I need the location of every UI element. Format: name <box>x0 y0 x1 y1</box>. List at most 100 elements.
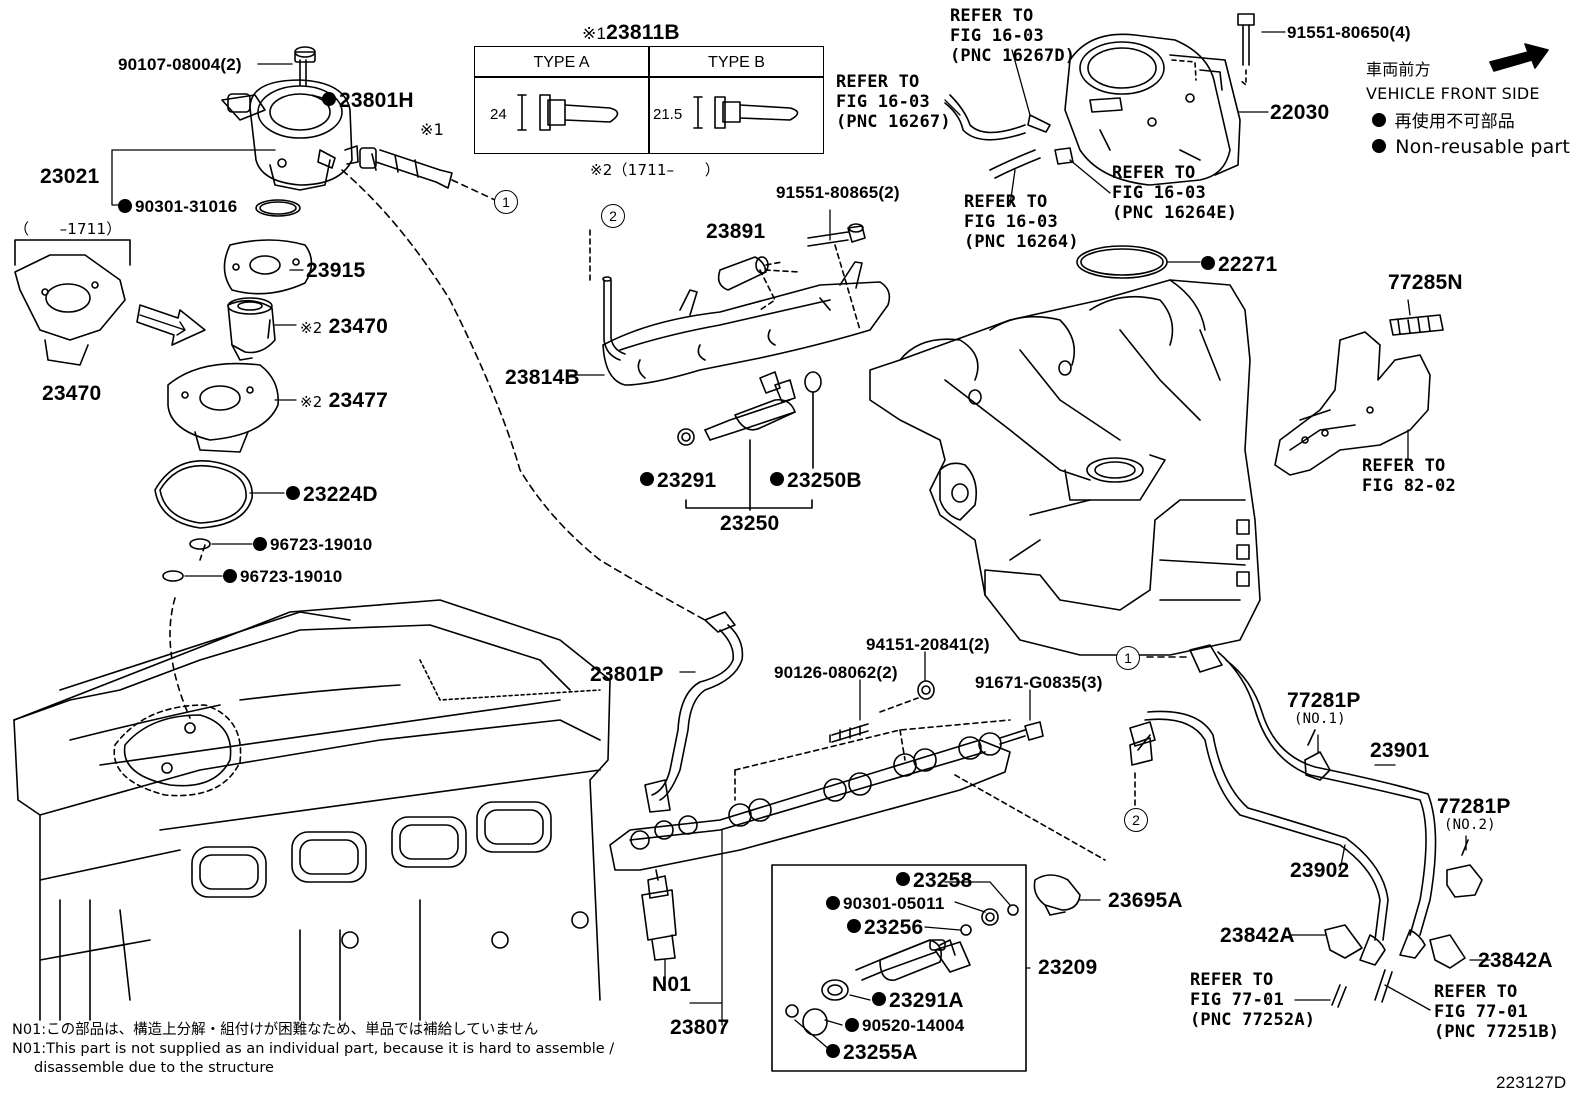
label-text: 23291 <box>657 469 717 492</box>
label-91551-80650: 91551-80650(4) <box>1287 23 1411 42</box>
label-23477: ※2 23477 <box>300 390 388 411</box>
legend-text-en: Non-reusable part <box>1395 136 1571 158</box>
refer-line1: REFER TO <box>950 6 1034 26</box>
refer-line1: REFER TO <box>964 192 1048 212</box>
refer-pnc: (PNC 16264E) <box>1112 203 1238 223</box>
label-text: 23477 <box>328 389 388 412</box>
range-note-2: ※2（1711– ） <box>590 161 720 179</box>
label-23901: 23901 <box>1370 739 1430 762</box>
throttle-body-drawing <box>1064 13 1255 186</box>
label-96723-19010-a: 96723-19010 <box>253 536 372 553</box>
label-23224D: 23224D <box>286 484 378 505</box>
label-77281P-no1-sub: (NO.1) <box>1294 711 1346 727</box>
dim-type-a: 24 <box>490 106 507 123</box>
vehicle-front-en: VEHICLE FRONT SIDE <box>1366 84 1540 103</box>
label-23255A: 23255A <box>826 1042 918 1063</box>
label-text: 90520-14004 <box>862 1016 965 1035</box>
label-96723-19010-b: 96723-19010 <box>223 568 342 585</box>
range-note-left: （ –1711） <box>14 220 122 238</box>
refer-line2: FIG 77-01 <box>1434 1002 1528 1022</box>
refer-77252A: REFER TO FIG 77-01 (PNC 77252A) <box>1190 970 1315 1030</box>
refer-line2: FIG 16-03 <box>964 212 1058 232</box>
title-23811B: ※123811B <box>582 22 680 43</box>
label-90301-31016: 90301-31016 <box>118 198 237 215</box>
label-77281P-no1: 77281P <box>1287 689 1361 712</box>
engine-block-drawing <box>13 599 611 1021</box>
note-mark-1-pipe: ※1 <box>420 120 444 139</box>
label-text: 23258 <box>913 869 973 892</box>
circle-ref-1-a: 1 <box>494 190 518 214</box>
non-reusable-dot <box>826 1044 840 1059</box>
label-text: 23801H <box>339 89 414 112</box>
label-77281P-no2: 77281P <box>1437 795 1511 818</box>
label-23807: 23807 <box>670 1016 730 1039</box>
label-77285N: 77285N <box>1388 271 1463 294</box>
refer-line2: FIG 77-01 <box>1190 990 1284 1010</box>
title-text: 23811B <box>606 21 680 44</box>
note-mark-2: ※2 <box>300 319 323 337</box>
type-a-header: TYPE A <box>533 54 590 71</box>
note-mark-1: ※1 <box>582 24 607 43</box>
label-90107-08004: 90107-08004(2) <box>118 55 242 74</box>
non-reusable-dot <box>872 992 886 1007</box>
label-23250B: 23250B <box>770 470 862 491</box>
refer-pnc: (PNC 77252A) <box>1190 1010 1316 1030</box>
refer-line1: REFER TO <box>1362 456 1446 476</box>
label-text: 23470 <box>328 315 388 338</box>
legend-en: Non-reusable part <box>1372 138 1570 157</box>
label-N01: N01 <box>652 973 692 996</box>
label-23915: 23915 <box>306 259 366 282</box>
legend-text-jp: 再使用不可部品 <box>1394 112 1516 132</box>
refer-16264: REFER TO FIG 16-03 (PNC 16264) <box>964 192 1079 252</box>
label-23209: 23209 <box>1038 956 1098 979</box>
heat-shield-drawing <box>1274 314 1444 476</box>
delivery-pipe-upper-drawing <box>602 261 891 386</box>
label-text: 96723-19010 <box>270 535 373 554</box>
label-23801H: 23801H <box>322 90 414 111</box>
non-reusable-dot <box>640 472 654 487</box>
non-reusable-dot <box>286 486 300 501</box>
refer-pnc: (PNC 16264) <box>964 232 1079 252</box>
label-23021: 23021 <box>40 165 100 188</box>
label-91671-G0835: 91671-G0835(3) <box>975 673 1103 692</box>
label-23842A-left: 23842A <box>1220 924 1295 947</box>
note-n01-en-2: disassemble due to the structure <box>34 1060 274 1076</box>
refer-line2: FIG 16-03 <box>1112 183 1206 203</box>
non-reusable-dot <box>1372 138 1386 153</box>
type-table: TYPE A TYPE B 24 21.5 <box>474 46 824 154</box>
label-23891: 23891 <box>706 220 766 243</box>
refer-fig-82-02: REFER TO FIG 82-02 <box>1362 456 1456 496</box>
non-reusable-dot <box>845 1017 859 1032</box>
label-23801P: 23801P <box>590 663 664 686</box>
refer-line2: FIG 16-03 <box>950 26 1044 46</box>
injector-drawing <box>704 371 796 441</box>
type-a-fitting-drawing <box>517 94 619 131</box>
label-90301-05011: 90301-05011 <box>826 895 944 912</box>
legend-jp: 再使用不可部品 <box>1372 112 1516 132</box>
refer-line2: FIG 16-03 <box>836 92 930 112</box>
fuel-hoses-drawing <box>1129 644 1483 1008</box>
label-23291: 23291 <box>640 470 716 491</box>
note-n01-jp: N01:この部品は、構造上分解・組付けが困難なため、単品では補給していません <box>12 1022 539 1038</box>
type-b-fitting-drawing <box>693 96 799 129</box>
non-reusable-dot <box>322 92 336 107</box>
label-23258: 23258 <box>896 870 972 891</box>
refer-line1: REFER TO <box>1112 163 1196 183</box>
dim-type-b: 21.5 <box>653 106 683 123</box>
refer-16264E: REFER TO FIG 16-03 (PNC 16264E) <box>1112 163 1237 223</box>
refer-line2: FIG 82-02 <box>1362 476 1456 496</box>
figure-id: 223127D <box>1496 1073 1567 1092</box>
fuel-pump-drawing <box>221 46 453 191</box>
label-text: 90301-05011 <box>843 894 945 913</box>
fuel-rail-drawing <box>609 680 1106 961</box>
label-23695A: 23695A <box>1108 889 1183 912</box>
refer-16267: REFER TO FIG 16-03 (PNC 16267) <box>836 72 951 132</box>
non-reusable-dot <box>1372 113 1386 127</box>
label-23470-old: 23470 <box>42 382 102 405</box>
label-text: 23255A <box>843 1041 918 1064</box>
non-reusable-dot <box>1201 256 1215 271</box>
label-23256: 23256 <box>847 917 923 938</box>
refer-77251B: REFER TO FIG 77-01 (PNC 77251B) <box>1434 982 1559 1042</box>
label-23842A-right: 23842A <box>1478 949 1553 972</box>
